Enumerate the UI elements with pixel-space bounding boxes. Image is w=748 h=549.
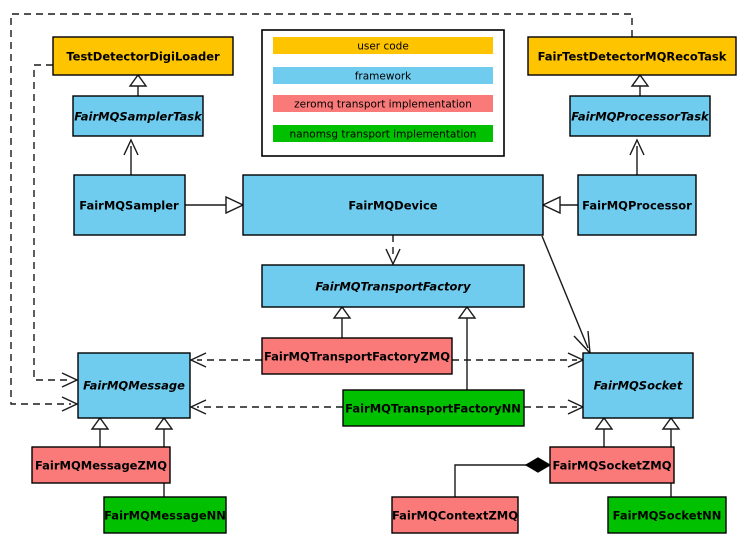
class-node-fairmq-device[interactable]: FairMQDevice xyxy=(242,174,544,236)
edge-socketzmq-to-contextzmq xyxy=(454,464,537,497)
arrowhead-processor-to-processortask xyxy=(629,138,645,156)
legend: user code framework zeromq transport imp… xyxy=(261,29,505,157)
class-box[interactable] xyxy=(261,337,453,375)
edge-group-generalizations xyxy=(90,73,681,497)
class-node-fairmq-transport-factory-nn[interactable]: FairMQTransportFactoryNN xyxy=(342,389,525,427)
edge-group-composition xyxy=(454,457,552,497)
class-box[interactable] xyxy=(549,446,675,484)
class-node-fairmq-socket[interactable]: FairMQSocket xyxy=(582,352,694,419)
class-box[interactable] xyxy=(261,264,525,308)
arrowhead-sampler-to-samplertask xyxy=(123,138,139,156)
class-node-fair-test-detector-mq-reco-task[interactable]: FairTestDetectorMQRecoTask xyxy=(527,36,737,76)
class-node-fairmq-transport-factory-zmq[interactable]: FairMQTransportFactoryZMQ xyxy=(261,337,453,375)
class-box[interactable] xyxy=(73,174,186,236)
arrowhead-messagezmq-to-message xyxy=(90,416,110,430)
class-label: FairTestDetectorMQRecoTask xyxy=(538,50,727,64)
class-box[interactable] xyxy=(577,174,697,236)
class-label: FairMQMessage xyxy=(83,379,185,393)
class-node-fairmq-message-nn[interactable]: FairMQMessageNN xyxy=(103,496,227,534)
class-label: FairMQDevice xyxy=(348,199,437,213)
class-label: FairMQTransportFactory xyxy=(315,280,471,294)
class-label: FairMQSocketNN xyxy=(613,509,722,523)
arrowhead-factorynn-to-message xyxy=(189,399,207,415)
class-box[interactable] xyxy=(607,496,727,534)
arrowhead-processortask-to-recotask xyxy=(630,73,650,87)
arrowhead-recotask-to-message xyxy=(61,396,79,412)
legend-label-framework: framework xyxy=(355,71,412,83)
arrowhead-processor-to-device xyxy=(541,195,561,215)
legend-item-user-code: user code xyxy=(273,37,493,54)
class-box[interactable] xyxy=(527,36,737,76)
class-node-fairmq-message-zmq[interactable]: FairMQMessageZMQ xyxy=(31,446,171,484)
edge-group-outer-dependencies xyxy=(10,13,633,412)
class-node-fairmq-socket-zmq[interactable]: FairMQSocketZMQ xyxy=(549,446,675,484)
class-box[interactable] xyxy=(242,174,544,236)
class-box[interactable] xyxy=(103,496,227,534)
class-label: FairMQContextZMQ xyxy=(392,509,518,523)
class-node-fairmq-processor-task[interactable]: FairMQProcessorTask xyxy=(569,95,711,137)
class-box[interactable] xyxy=(77,352,191,419)
legend-item-zeromq: zeromq transport implementation xyxy=(273,95,493,112)
class-label: FairMQProcessorTask xyxy=(571,110,710,124)
class-label: FairMQMessageZMQ xyxy=(35,459,167,473)
class-node-fairmq-sampler[interactable]: FairMQSampler xyxy=(73,174,186,236)
class-node-fairmq-transport-factory[interactable]: FairMQTransportFactory xyxy=(261,264,525,308)
legend-swatch-zeromq xyxy=(273,95,493,112)
class-label: FairMQTransportFactoryNN xyxy=(345,402,521,416)
legend-swatch-framework xyxy=(273,67,493,84)
edge-device-to-socket xyxy=(541,235,589,349)
class-label: FairMQSocketZMQ xyxy=(553,459,672,473)
arrowhead-factoryzmq-to-factory xyxy=(332,305,352,319)
class-box[interactable] xyxy=(391,496,519,534)
composition-diamond-socketzmq xyxy=(524,457,552,473)
arrowhead-samplertask-to-digiloader xyxy=(128,73,148,87)
class-label: FairMQSocket xyxy=(594,379,683,393)
edge-group-dependencies xyxy=(189,235,585,415)
class-label: FairMQProcessor xyxy=(582,199,692,213)
class-label: FairMQMessageNN xyxy=(104,509,226,523)
class-box[interactable] xyxy=(569,95,711,137)
legend-label-zeromq: zeromq transport implementation xyxy=(294,99,472,111)
legend-swatch-nanomsg xyxy=(273,125,493,142)
class-node-fairmq-message[interactable]: FairMQMessage xyxy=(77,352,191,419)
edge-group-associations xyxy=(123,138,645,355)
arrowhead-device-to-transportfactory xyxy=(385,248,401,266)
arrowhead-socketzmq-to-socket xyxy=(594,416,614,430)
legend-label-user-code: user code xyxy=(357,41,409,53)
arrowhead-socketnn-to-socket xyxy=(661,416,681,430)
legend-item-framework: framework xyxy=(273,67,493,84)
class-box[interactable] xyxy=(582,352,694,419)
class-node-fairmq-socket-nn[interactable]: FairMQSocketNN xyxy=(607,496,727,534)
class-label: FairMQSamplerTask xyxy=(74,110,203,124)
class-label: FairMQTransportFactoryZMQ xyxy=(264,350,450,364)
arrowhead-digiloader-to-message xyxy=(61,372,79,388)
class-node-fairmq-sampler-task[interactable]: FairMQSamplerTask xyxy=(72,95,204,137)
arrowhead-factorynn-to-factory xyxy=(457,305,477,319)
arrowhead-messagenn-to-message xyxy=(154,416,174,430)
class-label: FairMQSampler xyxy=(79,199,179,213)
legend-swatch-user-code xyxy=(273,37,493,54)
edge-digiloader-to-message xyxy=(33,64,71,381)
class-node-fairmq-context-zmq[interactable]: FairMQContextZMQ xyxy=(391,496,519,534)
legend-label-nanomsg: nanomsg transport implementation xyxy=(290,129,477,141)
arrowhead-factoryzmq-to-message xyxy=(189,352,207,368)
class-box[interactable] xyxy=(72,95,204,137)
edge-recotask-to-message xyxy=(10,13,633,405)
legend-item-nanomsg: nanomsg transport implementation xyxy=(273,125,493,142)
class-node-test-detector-digi-loader[interactable]: TestDetectorDigiLoader xyxy=(52,36,234,76)
class-node-fairmq-processor[interactable]: FairMQProcessor xyxy=(577,174,697,236)
class-label: TestDetectorDigiLoader xyxy=(66,50,220,64)
arrowhead-sampler-to-device xyxy=(225,195,245,215)
class-box[interactable] xyxy=(52,36,234,76)
class-box[interactable] xyxy=(342,389,525,427)
class-box[interactable] xyxy=(31,446,171,484)
